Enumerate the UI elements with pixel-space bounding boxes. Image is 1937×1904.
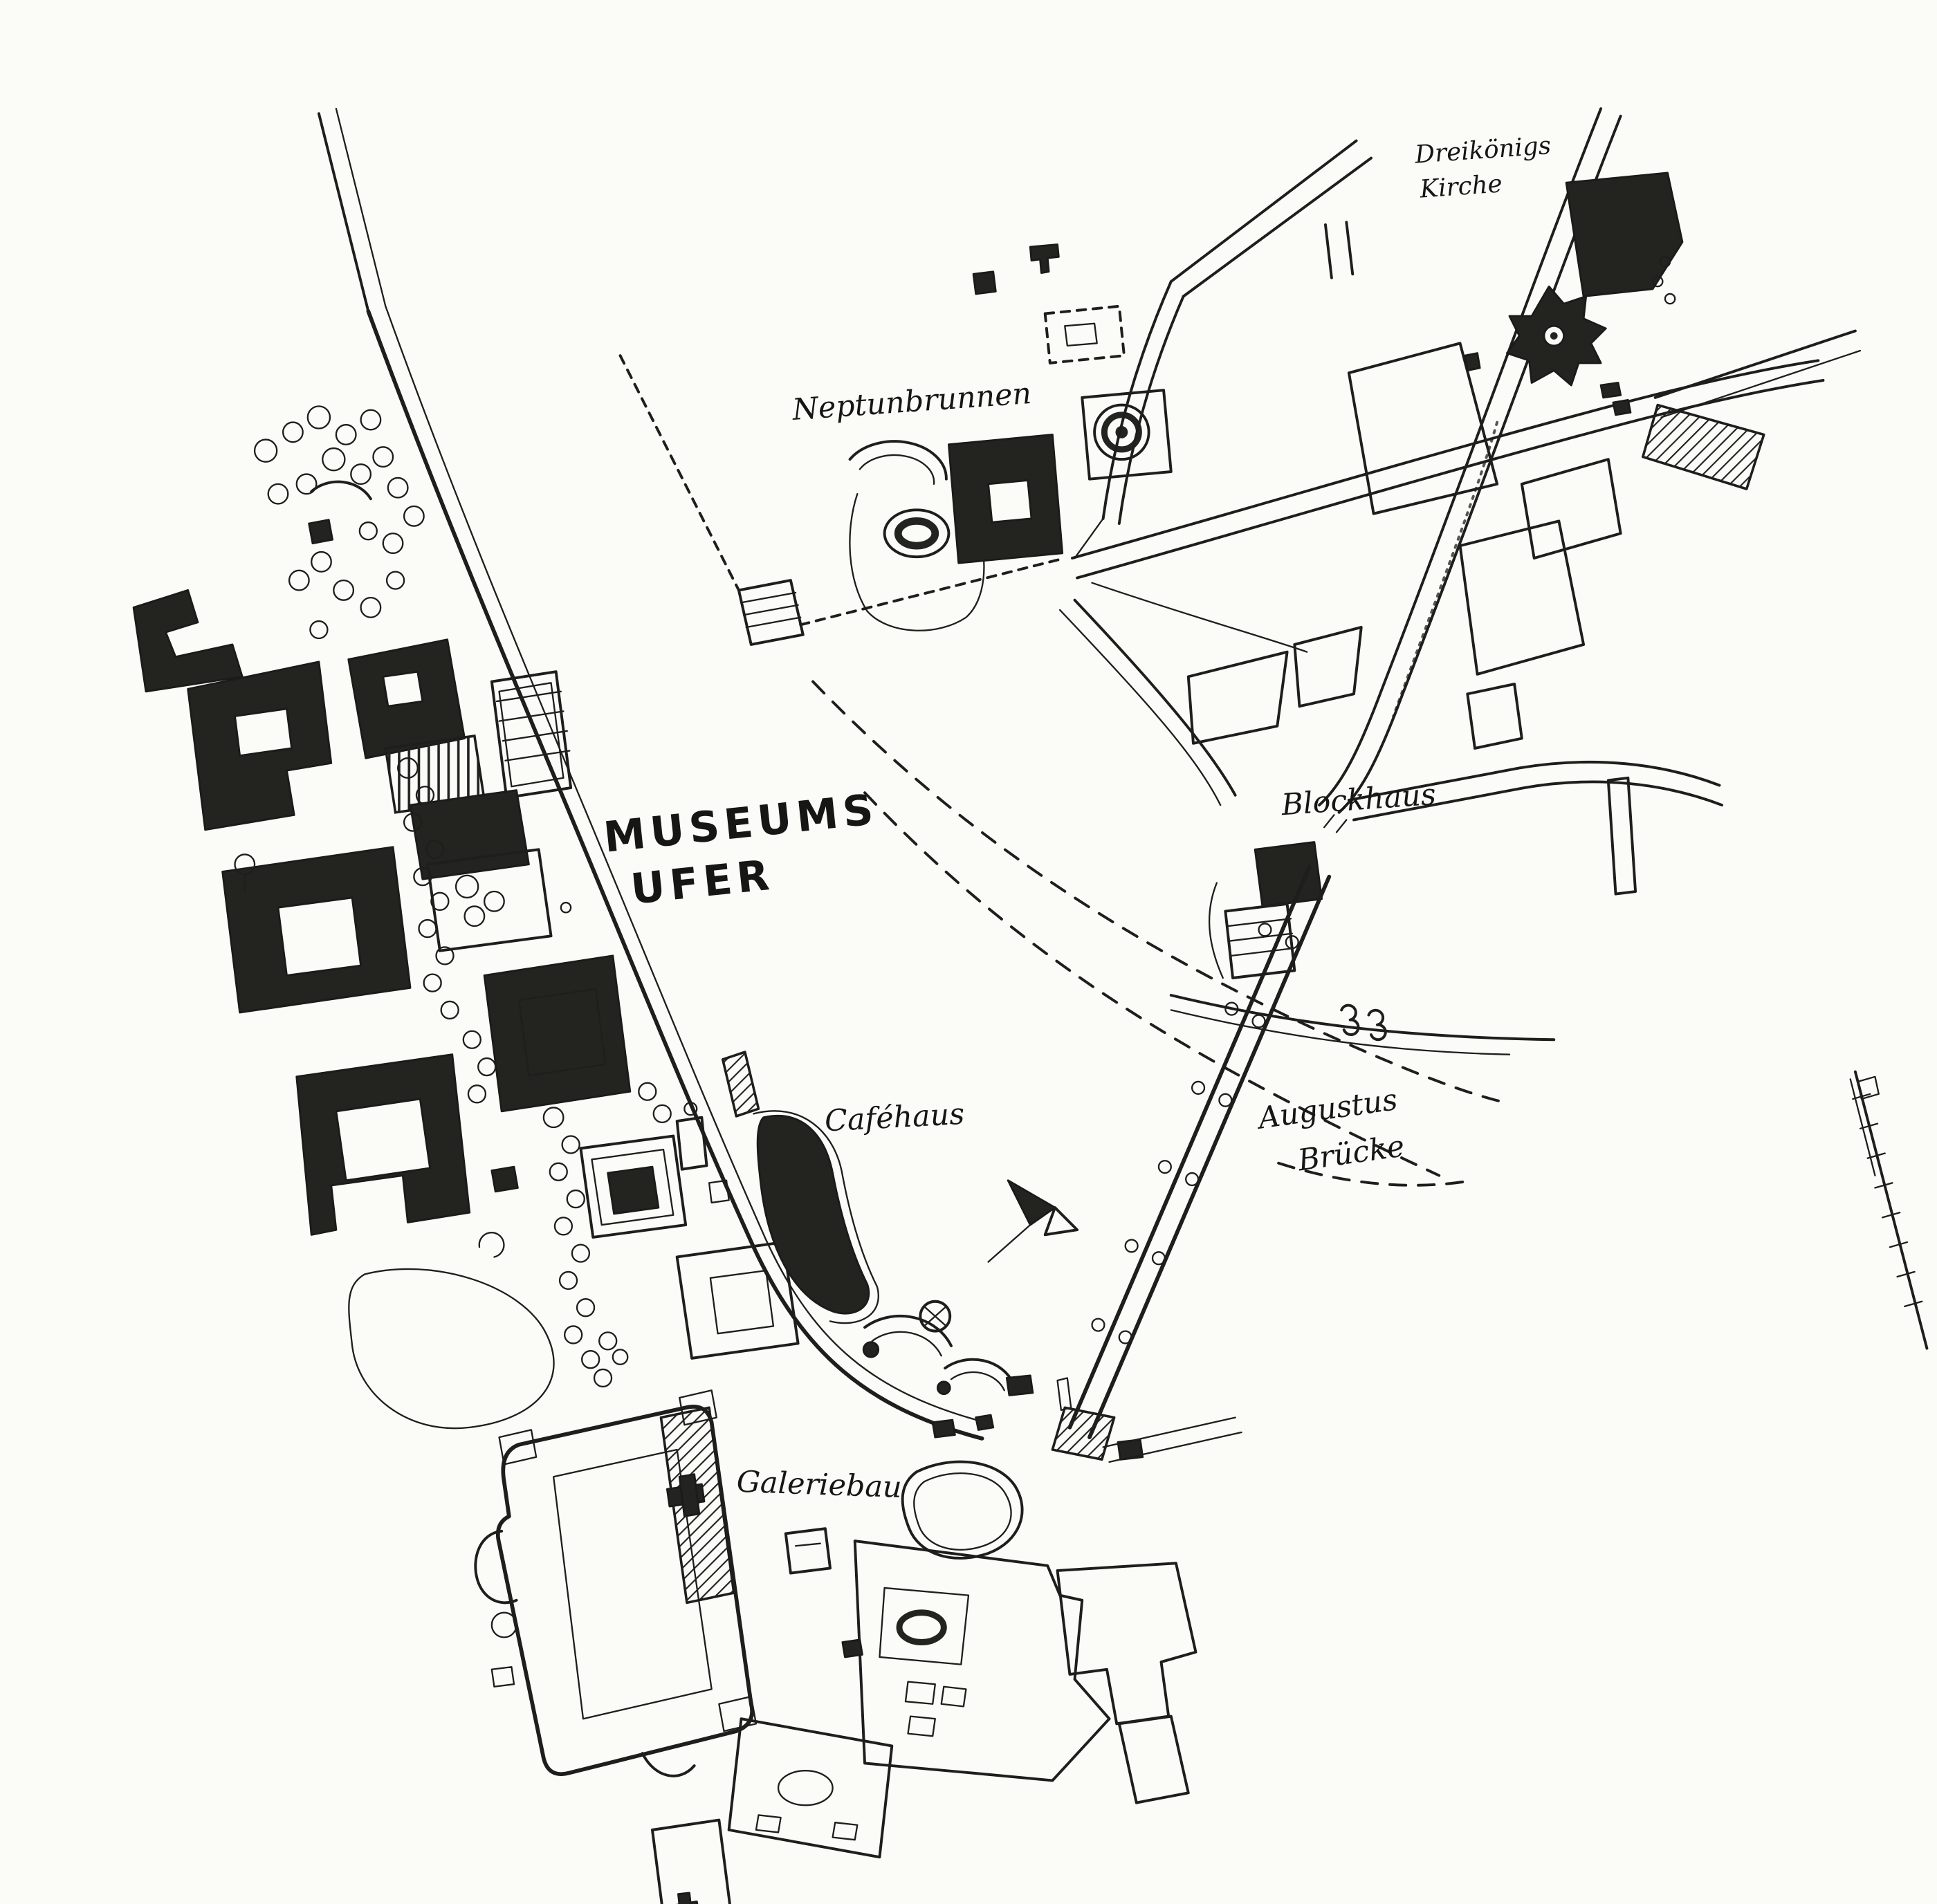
bridge-piers (1091, 923, 1299, 1344)
label-blockhaus: Blockhaus (1280, 777, 1438, 823)
boat-mark (1340, 1004, 1360, 1037)
label-augustus-line1: Augustus (1254, 1082, 1399, 1136)
dreikoenigskirche-building (1505, 285, 1607, 387)
boat-mark (1367, 1008, 1387, 1042)
label-dreikoenigs-line2: Kirche (1418, 169, 1503, 203)
museum-quarter-buildings (132, 480, 879, 1430)
label-neptunbrunnen: Neptunbrunnen (791, 376, 1033, 427)
gallery-building (474, 1389, 758, 1777)
dashed-shore-arcs (618, 354, 1503, 1187)
neustadt-buildings (1186, 172, 1765, 896)
bottom-buildings (650, 1414, 1197, 1904)
label-cafehaus: Caféhaus (824, 1097, 966, 1139)
north-arrow (987, 1179, 1079, 1263)
neptune-fountain-area (848, 243, 1173, 631)
label-museums-ufer-line2: UFER (629, 851, 777, 914)
augustus-bridge (1051, 865, 1332, 1463)
blockhaus (1208, 814, 1348, 979)
bridge-ramp (1051, 1406, 1116, 1461)
label-augustus-line2: Brücke (1295, 1129, 1406, 1178)
lawn-outline (348, 1268, 555, 1430)
boulevard-tree-row (1392, 420, 1499, 718)
tree-clusters (253, 405, 672, 1388)
terrace-stairs (490, 579, 805, 1118)
cafehaus-building (756, 1115, 870, 1315)
river-bank (317, 107, 1556, 1441)
label-museums-ufer-line1: MUSEUMS (601, 786, 880, 862)
terrace-features (862, 1300, 1072, 1412)
label-dreikoenigs-line1: Dreikönigs (1413, 131, 1552, 169)
slipway (721, 1051, 760, 1118)
map-labels: MUSEUMS UFER Neptunbrunnen Blockhaus Caf… (601, 131, 1552, 1505)
neptune-fountain (883, 508, 951, 559)
neustadt-street-grid (1058, 107, 1862, 822)
label-galeriebau: Galeriebau (736, 1465, 902, 1505)
blockhaus-building (1254, 841, 1323, 907)
right-jetty (1849, 1070, 1929, 1350)
chapel-outline (650, 1818, 731, 1904)
